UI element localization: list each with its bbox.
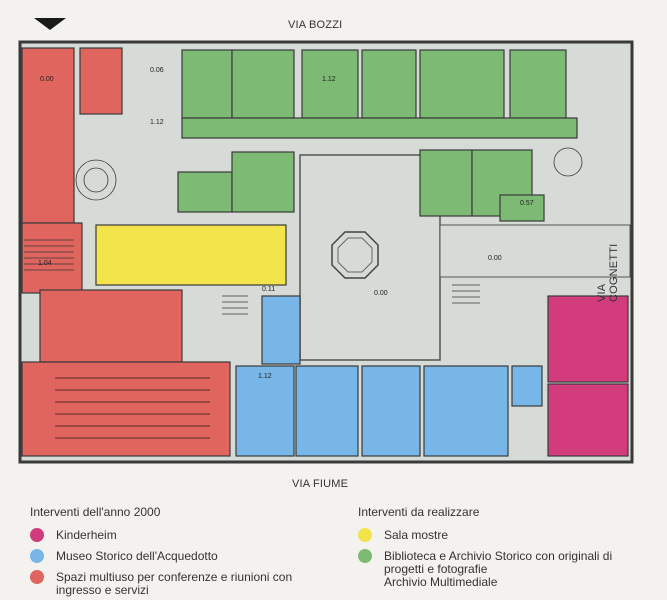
level-label: 0.11 bbox=[262, 286, 276, 293]
legend-spazi-line2: ingresso e servizi bbox=[56, 583, 149, 597]
level-label: 0.00 bbox=[374, 290, 388, 297]
biblioteca-swatch bbox=[358, 549, 372, 563]
central-octagon-inner bbox=[337, 237, 373, 273]
legend-biblioteca-line2: progetti e fotografie bbox=[384, 562, 488, 576]
museo-room bbox=[235, 365, 295, 457]
legend-kinderheim: Kinderheim bbox=[56, 528, 117, 542]
biblioteca-room bbox=[231, 49, 295, 119]
entrance-arrow bbox=[34, 18, 66, 30]
museo-swatch bbox=[30, 549, 44, 563]
sala-mostre-room bbox=[95, 224, 287, 286]
biblioteca-room bbox=[509, 49, 567, 119]
east-corridor bbox=[439, 224, 631, 278]
museo-room bbox=[261, 295, 301, 365]
museo-room bbox=[511, 365, 543, 407]
legend-heading-completed: Interventi dell'anno 2000 bbox=[30, 505, 161, 519]
street-label-south: VIA FIUME bbox=[292, 478, 349, 490]
kinderheim-room bbox=[547, 383, 629, 457]
spazi-room bbox=[39, 289, 183, 363]
museo-room bbox=[295, 365, 359, 457]
floor-plan bbox=[18, 18, 634, 464]
kinderheim-room bbox=[547, 295, 629, 383]
level-label: 1.04 bbox=[38, 260, 52, 267]
biblioteca-room bbox=[177, 171, 233, 213]
legend-heading-planned: Interventi da realizzare bbox=[358, 505, 480, 519]
kinderheim-rooms bbox=[547, 295, 629, 457]
biblioteca-rooms bbox=[177, 49, 578, 222]
legend-biblioteca-line1: Biblioteca e Archivio Storico con origin… bbox=[384, 549, 613, 563]
street-label-east: VIA COGNETTI bbox=[596, 243, 620, 302]
central-octagon bbox=[331, 231, 379, 279]
auditorium-seating bbox=[55, 377, 210, 439]
museo-room bbox=[361, 365, 421, 457]
biblioteca-room bbox=[231, 151, 295, 213]
museo-rooms bbox=[235, 295, 543, 457]
biblioteca-room bbox=[301, 49, 359, 119]
level-label: 1.12 bbox=[258, 373, 272, 380]
biblioteca-room bbox=[181, 49, 233, 119]
street-label-north: VIA BOZZI bbox=[288, 19, 343, 31]
legend-sala: Sala mostre bbox=[384, 528, 449, 542]
staircases bbox=[24, 147, 583, 315]
legend-museo: Museo Storico dell'Acquedotto bbox=[56, 549, 218, 563]
biblioteca-room bbox=[499, 194, 545, 222]
museo-room bbox=[423, 365, 509, 457]
kinderheim-swatch bbox=[30, 528, 44, 542]
level-label: 0.00 bbox=[488, 255, 502, 262]
spazi-room bbox=[21, 361, 231, 457]
biblioteca-room bbox=[419, 149, 473, 217]
legend-spazi-line1: Spazi multiuso per conferenze e riunioni… bbox=[56, 570, 293, 584]
sala-swatch bbox=[358, 528, 372, 542]
spazi-swatch bbox=[30, 570, 44, 584]
biblioteca-room bbox=[361, 49, 417, 119]
central-hall bbox=[299, 154, 441, 361]
spazi-room bbox=[79, 47, 123, 115]
legend-biblioteca-line3: Archivio Multimediale bbox=[384, 575, 498, 589]
level-label: 1.12 bbox=[322, 76, 336, 83]
level-label: 0.57 bbox=[520, 200, 534, 207]
level-label: 1.12 bbox=[150, 119, 164, 126]
biblioteca-room bbox=[419, 49, 505, 119]
spazi-room bbox=[21, 47, 75, 224]
biblioteca-corridor bbox=[181, 117, 578, 139]
level-label: 0.00 bbox=[40, 76, 54, 83]
level-label: 0.06 bbox=[150, 67, 164, 74]
